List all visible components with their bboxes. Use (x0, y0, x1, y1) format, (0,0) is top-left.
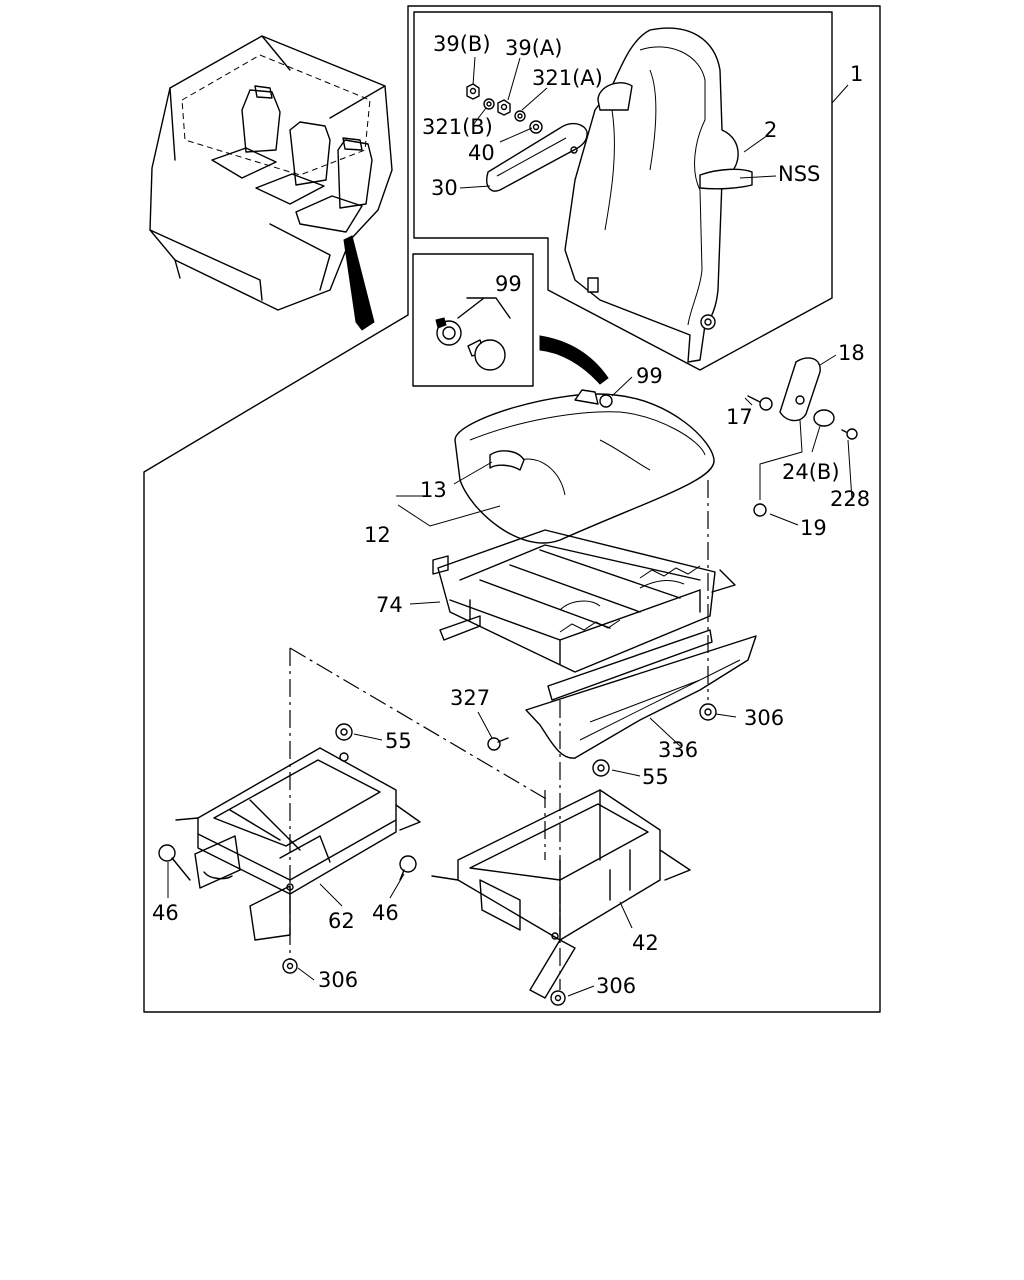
bolt-17 (747, 395, 773, 411)
label-42: 42 (632, 931, 659, 955)
nut-306-left (282, 958, 298, 974)
label-327: 327 (450, 686, 490, 710)
pointer-arrow-inset (539, 335, 609, 385)
bolt-327 (487, 737, 509, 751)
nut-55-right (592, 759, 610, 777)
label-306-right: 306 (596, 974, 636, 998)
label-55-right: 55 (642, 765, 669, 789)
nut-39b (466, 83, 480, 100)
trim-cover-336 (525, 635, 757, 759)
cab-overview-illustration (149, 35, 393, 311)
label-13: 13 (420, 478, 447, 502)
cap-24b (813, 409, 835, 427)
label-19: 19 (800, 516, 827, 540)
label-74: 74 (376, 593, 403, 617)
label-62: 62 (328, 909, 355, 933)
base-frame-62 (175, 747, 421, 941)
screw-19 (753, 503, 767, 517)
label-321b: 321(B) (422, 115, 493, 139)
nut-306-upper (699, 703, 717, 721)
alignment-lines (289, 480, 709, 990)
label-24b: 24(B) (782, 460, 840, 484)
nut-306-right (550, 990, 566, 1006)
button-99-detail (435, 297, 511, 371)
label-nss: NSS (778, 162, 820, 186)
label-99: 99 (636, 364, 663, 388)
bolt-46-left (158, 844, 191, 881)
label-17: 17 (726, 405, 753, 429)
leader-lines (167, 56, 853, 997)
label-39a: 39(A) (505, 36, 562, 60)
label-18: 18 (838, 341, 865, 365)
seat-cushion (454, 389, 715, 544)
screw-228 (841, 428, 858, 440)
nut-55-left (335, 723, 353, 741)
label-228: 228 (830, 487, 870, 511)
washer-321b (483, 98, 495, 110)
base-frame-42 (431, 789, 691, 999)
bushing-40 (529, 120, 543, 134)
backrest-group-frame (413, 11, 833, 371)
label-30: 30 (431, 176, 458, 200)
inset-detail-box (412, 253, 534, 387)
label-39b: 39(B) (433, 32, 491, 56)
seat-backrest (564, 27, 753, 363)
label-46-left: 46 (152, 901, 179, 925)
washer-321a (514, 110, 526, 122)
label-99-inset: 99 (495, 272, 522, 296)
bolt-46-right (399, 855, 417, 881)
label-55-left: 55 (385, 729, 412, 753)
armrest (486, 122, 588, 192)
nut-39a (497, 99, 511, 116)
knob-cover-18 (779, 357, 821, 422)
diagram-frame (143, 5, 881, 1013)
label-2: 2 (764, 118, 777, 142)
pointer-arrow-cab (343, 235, 375, 331)
label-306-upper: 306 (744, 706, 784, 730)
label-306-left: 306 (318, 968, 358, 992)
label-12: 12 (364, 523, 391, 547)
seat-frame-74 (432, 529, 736, 701)
label-336: 336 (658, 738, 698, 762)
label-40: 40 (468, 141, 495, 165)
label-321a: 321(A) (532, 66, 603, 90)
label-1: 1 (850, 62, 863, 86)
label-46-right: 46 (372, 901, 399, 925)
